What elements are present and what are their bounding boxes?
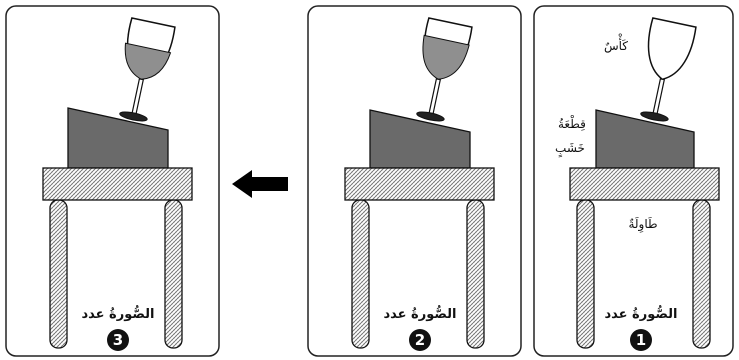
panel-1: كَأْسٌ قِطْعَةُ خَشَبٍ طَاوِلَةٌ الصُّور… bbox=[534, 6, 733, 356]
arrow-left-icon bbox=[232, 170, 288, 198]
table-top bbox=[43, 168, 192, 200]
number-3: 3 bbox=[113, 331, 123, 349]
panel-2: الصُّورةُ عدد 2 bbox=[308, 6, 521, 356]
table-leg-right bbox=[165, 200, 182, 348]
table-leg-left bbox=[50, 200, 67, 348]
table-leg-right bbox=[467, 200, 484, 348]
table-leg-left bbox=[352, 200, 369, 348]
panel-3: الصُّورةُ عدد 3 bbox=[6, 6, 219, 356]
table-top bbox=[345, 168, 494, 200]
number-2: 2 bbox=[415, 331, 425, 349]
table-leg-right bbox=[693, 200, 710, 348]
number-1: 1 bbox=[636, 331, 646, 349]
table-leg-left bbox=[577, 200, 594, 348]
panel-2-caption: الصُّورةُ عدد bbox=[383, 305, 456, 322]
table-top bbox=[570, 168, 719, 200]
panel-1-caption: الصُّورةُ عدد bbox=[604, 305, 677, 322]
label-table: طَاوِلَةٌ bbox=[628, 216, 657, 233]
panel-3-caption: الصُّورةُ عدد bbox=[81, 305, 154, 322]
